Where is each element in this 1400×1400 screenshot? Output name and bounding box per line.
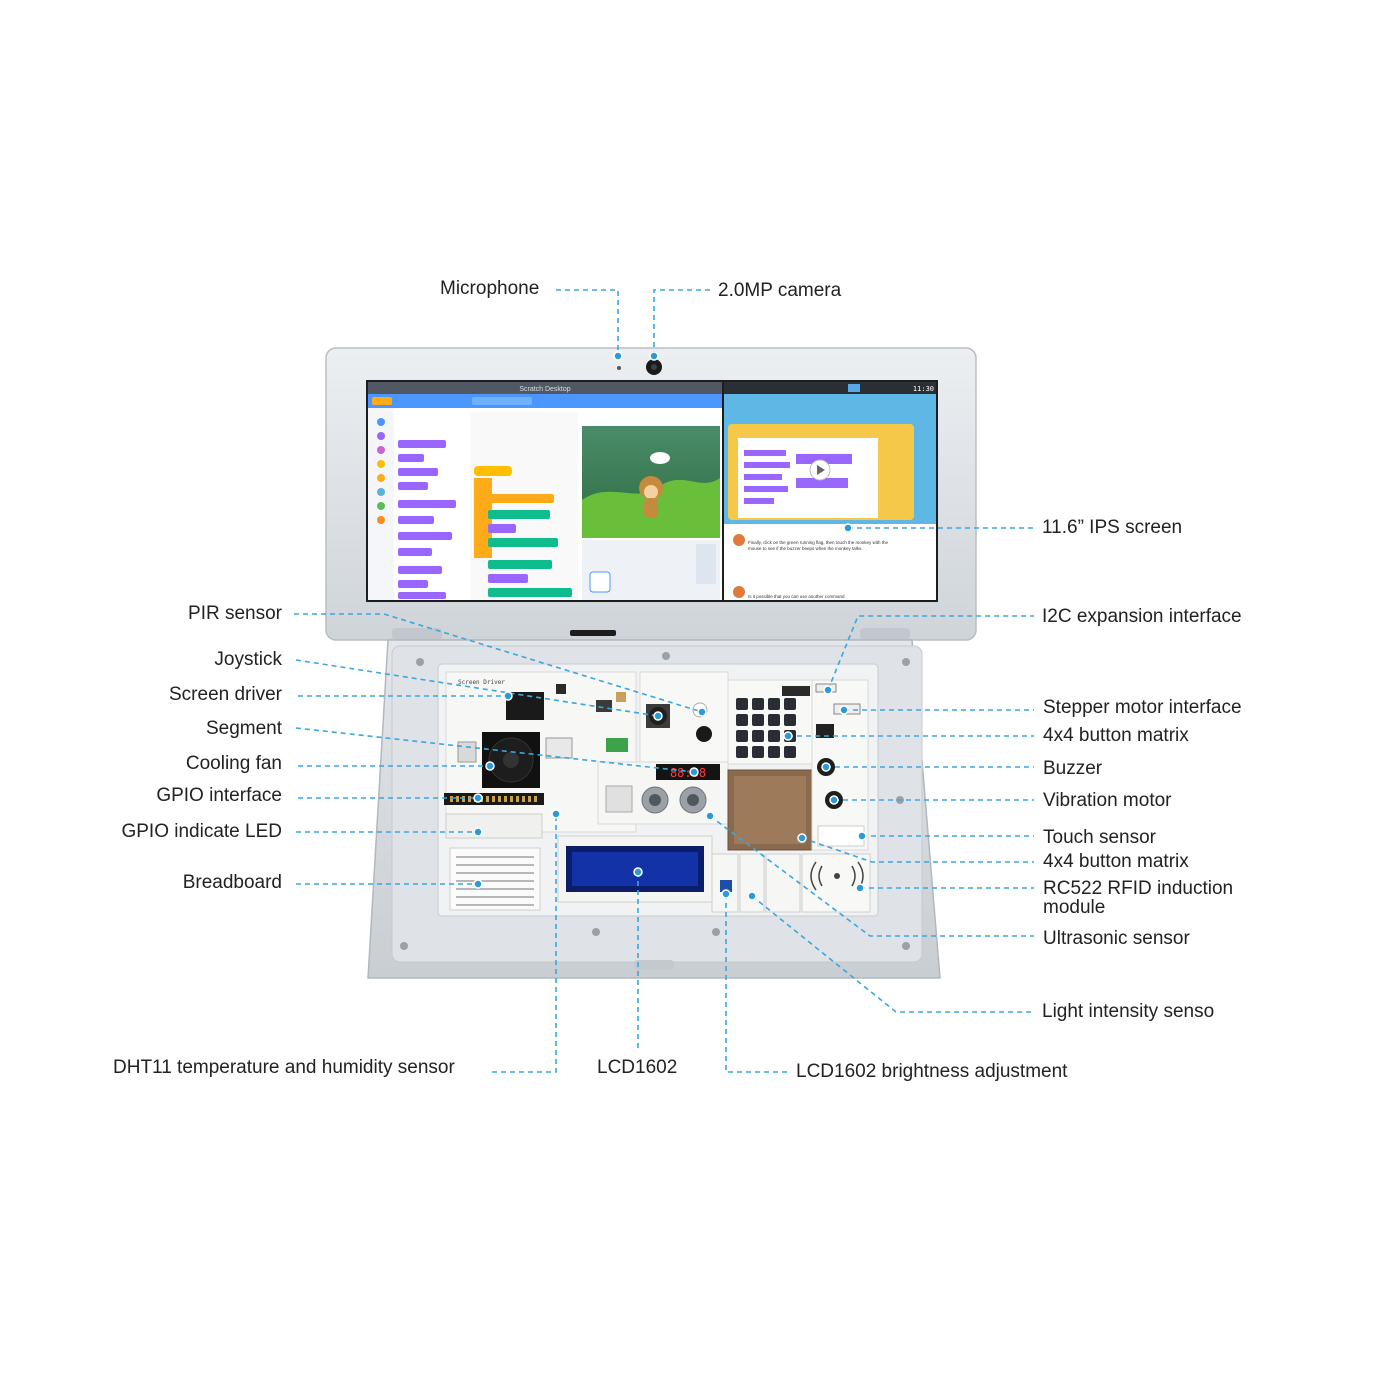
- tutorial-text-2: Is it possible that you can use another …: [748, 594, 845, 599]
- gpio-led-strip: [445, 813, 543, 839]
- breadboard: [449, 847, 541, 911]
- label-gpio-interface: GPIO interface: [156, 785, 282, 806]
- laptop-lid: Scratch Desktop: [325, 347, 977, 641]
- label-microphone: Microphone: [440, 278, 540, 299]
- label-screen-driver: Screen driver: [169, 684, 282, 705]
- dht11-sensor: [605, 785, 633, 813]
- label-button-matrix-1: 4x4 button matrix: [1043, 725, 1189, 746]
- microphone-hole: [617, 366, 621, 370]
- label-buzzer: Buzzer: [1043, 758, 1103, 779]
- lcd-board: [557, 835, 871, 913]
- screen-scratch-window: Scratch Desktop: [368, 382, 722, 600]
- label-button-matrix-2: 4x4 button matrix: [1043, 851, 1189, 872]
- label-camera: 2.0MP camera: [718, 280, 842, 301]
- label-rfid-line2: module: [1043, 897, 1106, 918]
- system-clock: 11:30: [913, 385, 934, 393]
- label-cooling-fan: Cooling fan: [185, 753, 282, 774]
- button-matrix-board: [727, 679, 813, 851]
- label-i2c: I2C expansion interface: [1042, 606, 1242, 627]
- screen-tutorial-window: 11:30 Finally, click on: [724, 382, 936, 600]
- laptop-base: Screen Driver: [367, 639, 941, 979]
- label-touch-sensor: Touch sensor: [1043, 827, 1157, 848]
- label-segment: Segment: [205, 718, 282, 739]
- label-dht11: DHT11 temperature and humidity sensor: [113, 1057, 455, 1078]
- scratch-window-title: Scratch Desktop: [519, 386, 570, 393]
- lcd-potentiometer: [720, 880, 732, 892]
- label-breadboard: Breadboard: [182, 872, 282, 893]
- label-gpio-led: GPIO indicate LED: [121, 821, 282, 842]
- leader-lines: [294, 289, 1034, 1073]
- label-ips-screen: 11.6” IPS screen: [1042, 517, 1183, 538]
- segment-digits: 88:88: [670, 766, 706, 780]
- tutorial-text: Finally, click on the green running flag…: [748, 540, 888, 551]
- label-joystick: Joystick: [214, 649, 282, 670]
- label-vibration-motor: Vibration motor: [1043, 790, 1172, 811]
- segment-display: [656, 764, 720, 780]
- label-light-sensor: Light intensity senso: [1042, 1001, 1215, 1022]
- screen-driver-silk: Screen Driver: [458, 679, 505, 686]
- label-stepper: Stepper motor interface: [1043, 697, 1242, 718]
- label-lcd1602: LCD1602: [597, 1057, 678, 1078]
- label-ultrasonic: Ultrasonic sensor: [1043, 928, 1190, 949]
- callout-dots: [473, 351, 867, 901]
- label-rfid-line1: RC522 RFID induction: [1043, 878, 1234, 899]
- label-lcd-brightness: LCD1602 brightness adjustment: [796, 1061, 1068, 1082]
- label-pir-sensor: PIR sensor: [188, 603, 282, 624]
